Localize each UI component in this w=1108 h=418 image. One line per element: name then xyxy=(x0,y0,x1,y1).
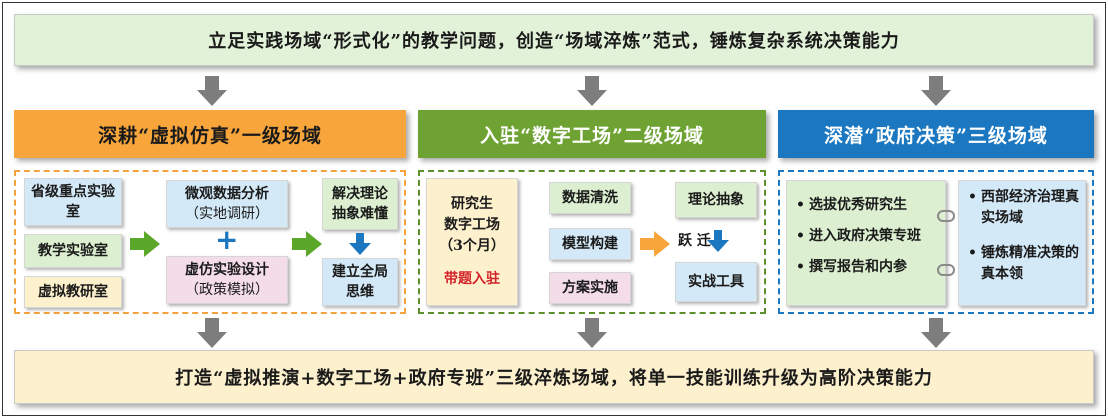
level2-title: 入驻“数字工场”二级场域 xyxy=(480,124,704,147)
down-arrow-icon xyxy=(577,76,607,106)
down-arrow-icon xyxy=(197,76,227,106)
level3-zone xyxy=(778,170,1094,314)
bottom-banner: 打造“虚拟推演+数字工场+政府专班”三级淬炼场域，将单一技能训练升级为高阶决策能… xyxy=(14,350,1094,404)
link-ring-icon xyxy=(937,210,955,222)
level3-header: 深潜“政府决策”三级场域 xyxy=(778,110,1094,158)
data-cleaning: 数据清洗 xyxy=(549,182,631,214)
top-banner: 立足实践场域“形式化”的教学问题，创造“场域淬炼”范式，锤炼复杂系统决策能力 xyxy=(14,14,1094,66)
down-arrow-icon xyxy=(197,318,227,348)
right-arrow-icon xyxy=(130,231,160,257)
link-ring-icon xyxy=(937,264,955,276)
level1-header: 深耕“虚拟仿真”一级场域 xyxy=(14,110,406,158)
level1-zone xyxy=(14,170,406,314)
down-arrow-icon xyxy=(707,230,729,252)
right-arrow-icon xyxy=(640,231,670,257)
bottom-banner-text: 打造“虚拟推演+数字工场+政府专班”三级淬炼场域，将单一技能训练升级为高阶决策能… xyxy=(175,368,933,389)
build-global-thinking: 建立全局思维 xyxy=(322,258,398,306)
down-arrow-icon xyxy=(349,233,371,255)
plus-icon: + xyxy=(215,223,239,256)
level2-zone xyxy=(418,170,766,314)
list-item: 撰写报告和内参 xyxy=(793,257,939,278)
west-economy-list: 西部经济治理真实场域 锤炼精准决策的真本领 xyxy=(958,180,1086,306)
grad-digital-factory: 研究生 数字工场 （3个月） 带题入驻 xyxy=(426,178,518,306)
theory-abstraction: 理论抽象 xyxy=(675,182,757,218)
virtual-sim-design: 虚仿实验设计 （政策模拟） xyxy=(166,256,288,304)
lab-virtual-research: 虚拟教研室 xyxy=(24,276,122,308)
leap-label: 跃 迁 xyxy=(678,233,711,249)
top-banner-text: 立足实践场域“形式化”的教学问题，创造“场域淬炼”范式，锤炼复杂系统决策能力 xyxy=(208,31,900,52)
lab-provincial-key: 省级重点实验室 xyxy=(24,178,122,226)
list-item: 选拔优秀研究生 xyxy=(793,195,939,216)
lab-teaching: 教学实验室 xyxy=(24,234,122,268)
list-item: 进入政府决策专班 xyxy=(793,226,939,247)
solve-abstract-theory: 解决理论抽象难懂 xyxy=(322,178,398,230)
right-arrow-icon xyxy=(292,231,322,257)
level1-title: 深耕“虚拟仿真”一级场域 xyxy=(98,124,322,147)
list-item: 锤炼精准决策的真本领 xyxy=(965,243,1079,285)
level2-header: 入驻“数字工场”二级场域 xyxy=(418,110,766,158)
level3-title: 深潜“政府决策”三级场域 xyxy=(824,124,1048,147)
down-arrow-icon xyxy=(921,318,951,348)
gov-steps-list: 选拔优秀研究生 进入政府决策专班 撰写报告和内参 xyxy=(786,180,946,306)
practical-tools: 实战工具 xyxy=(675,262,757,302)
plan-implementation: 方案实施 xyxy=(549,272,631,304)
model-building: 模型构建 xyxy=(549,228,631,260)
down-arrow-icon xyxy=(577,318,607,348)
micro-data-analysis: 微观数据分析 （实地调研） xyxy=(166,180,288,228)
down-arrow-icon xyxy=(921,76,951,106)
list-item: 西部经济治理真实场域 xyxy=(965,187,1079,229)
